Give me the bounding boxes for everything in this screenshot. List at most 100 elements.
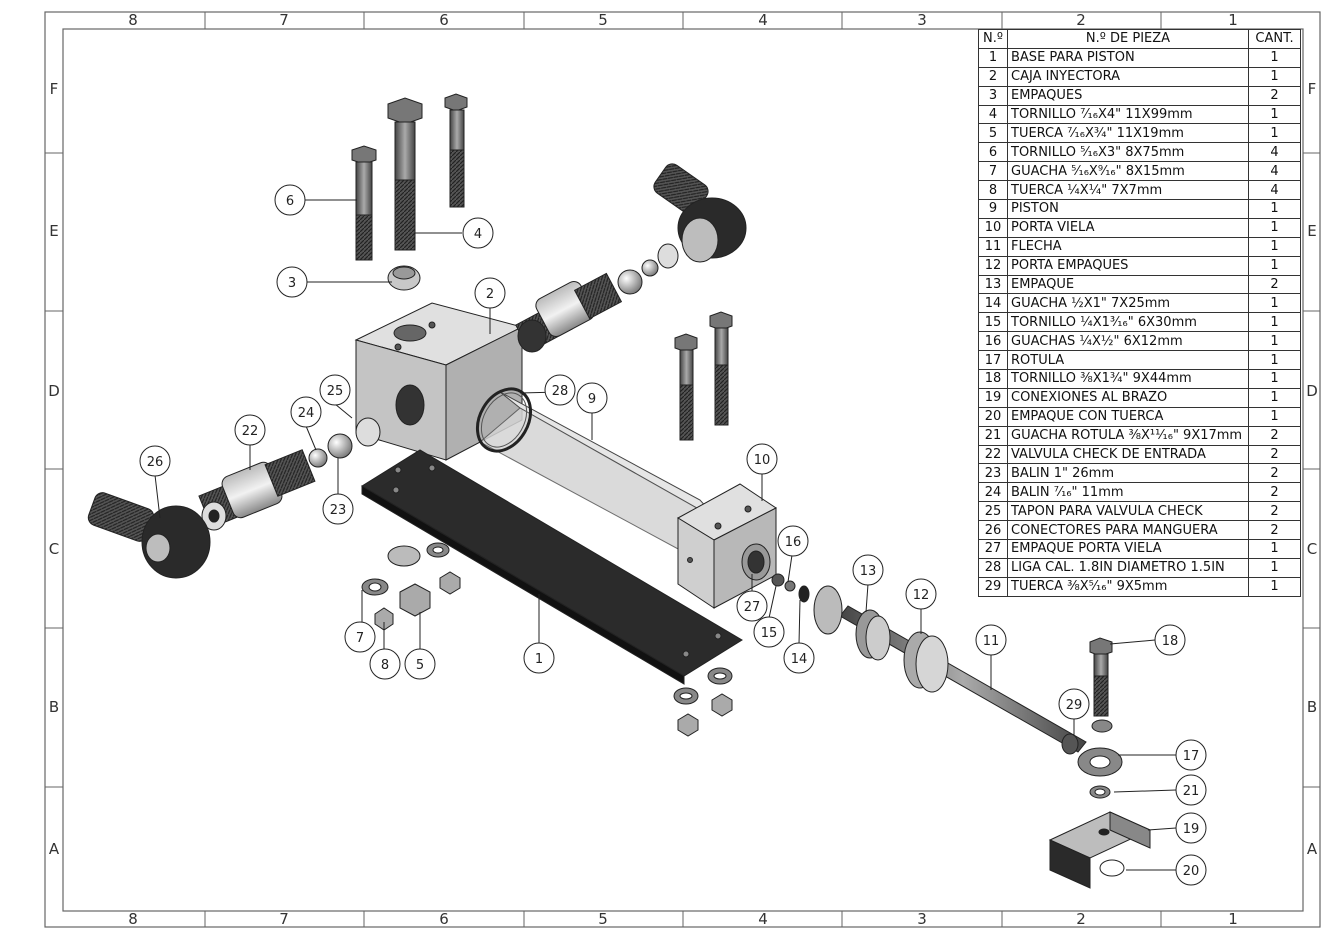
bom-cell-description: TORNILLO ¼X1³⁄₁₆" 6X30mm xyxy=(1007,312,1249,333)
bom-cell-quantity: 1 xyxy=(1248,557,1301,578)
bom-cell-quantity: 1 xyxy=(1248,331,1301,352)
balloon: 13 xyxy=(852,554,884,586)
balloon: 29 xyxy=(1058,688,1090,720)
balloon-label: 14 xyxy=(791,652,808,667)
balloon: 22 xyxy=(234,414,266,446)
zone-col-top: 1 xyxy=(1228,11,1238,29)
zone-row-left: E xyxy=(49,222,58,240)
balloon: 28 xyxy=(544,374,576,406)
arm-bracket-part xyxy=(1048,811,1152,889)
zone-row-right: C xyxy=(1307,540,1317,558)
rod-end-part xyxy=(1061,637,1123,799)
balloon-label: 24 xyxy=(298,406,315,421)
balloon: 25 xyxy=(319,374,351,406)
bom-cell-quantity: 2 xyxy=(1248,501,1301,522)
balloon: 12 xyxy=(905,578,937,610)
balloon: 3 xyxy=(276,266,308,298)
bom-cell-number: 9 xyxy=(978,199,1008,219)
bom-cell-number: 5 xyxy=(978,123,1008,144)
porta-viela-part xyxy=(677,483,777,609)
zone-col-bottom: 3 xyxy=(917,910,927,928)
balloon: 16 xyxy=(777,525,809,557)
balloon: 1 xyxy=(523,642,555,674)
bom-cell-quantity: 1 xyxy=(1248,369,1301,389)
bom-cell-quantity: 1 xyxy=(1248,217,1301,238)
balloon: 20 xyxy=(1175,854,1207,886)
balloon-label: 7 xyxy=(356,631,364,646)
balloon: 9 xyxy=(576,382,608,414)
zone-row-right: B xyxy=(1307,698,1317,716)
bom-cell-number: 21 xyxy=(978,425,1008,446)
bom-cell-description: TORNILLO ⁵⁄₁₆X3" 8X75mm xyxy=(1007,142,1249,163)
balloon-label: 29 xyxy=(1066,698,1083,713)
balloon: 27 xyxy=(736,590,768,622)
bom-cell-description: PORTA EMPAQUES xyxy=(1007,255,1249,276)
bom-cell-description: BALIN ⁷⁄₁₆" 11mm xyxy=(1007,482,1249,503)
bom-cell-number: 15 xyxy=(978,312,1008,333)
balloon-label: 17 xyxy=(1183,749,1200,764)
bom-cell-description: CAJA INYECTORA xyxy=(1007,66,1249,87)
shaft-assembly-part xyxy=(771,573,1087,753)
balloon-label: 11 xyxy=(983,634,1000,649)
balloon-label: 4 xyxy=(474,227,482,242)
bom-cell-number: 1 xyxy=(978,47,1008,68)
zone-col-top: 6 xyxy=(439,11,449,29)
bom-cell-description: GUACHA ½X1" 7X25mm xyxy=(1007,293,1249,314)
zone-col-bottom: 7 xyxy=(279,910,289,928)
balloon-label: 25 xyxy=(327,384,344,399)
balloon-label: 23 xyxy=(330,503,347,518)
balloon: 21 xyxy=(1175,774,1207,806)
bom-cell-quantity: 2 xyxy=(1248,274,1301,295)
balloon: 11 xyxy=(975,624,1007,656)
hose-connector-part xyxy=(87,492,211,579)
balloon-label: 2 xyxy=(486,287,494,302)
bom-cell-quantity: 1 xyxy=(1248,539,1301,559)
zone-col-top: 2 xyxy=(1076,11,1086,29)
balloon-label: 1 xyxy=(535,652,543,667)
bom-cell-description: BASE PARA PISTON xyxy=(1007,47,1249,68)
bom-cell-description: TUERCA ⅜X⁵⁄₁₆" 9X5mm xyxy=(1007,576,1249,597)
bom-cell-quantity: 1 xyxy=(1248,406,1301,427)
bom-cell-description: TUERCA ¼X¼" 7X7mm xyxy=(1007,180,1249,201)
bom-cell-description: ROTULA xyxy=(1007,350,1249,371)
bom-cell-number: 29 xyxy=(978,576,1008,597)
bolt-part xyxy=(444,93,468,208)
zone-row-left: F xyxy=(50,80,59,98)
bom-cell-quantity: 1 xyxy=(1248,293,1301,314)
balloon-label: 3 xyxy=(288,276,296,291)
balloon: 24 xyxy=(290,396,322,428)
zone-row-left: C xyxy=(49,540,59,558)
bom-cell-quantity: 2 xyxy=(1248,85,1301,106)
bom-cell-number: 14 xyxy=(978,293,1008,314)
bom-cell-description: TORNILLO ⅜X1¾" 9X44mm xyxy=(1007,369,1249,389)
bom-cell-quantity: 2 xyxy=(1248,444,1301,465)
zone-row-right: A xyxy=(1307,840,1318,858)
bom-cell-quantity: 4 xyxy=(1248,161,1301,182)
balloon-label: 13 xyxy=(860,564,877,579)
bom-cell-number: 4 xyxy=(978,104,1008,125)
zone-row-left: D xyxy=(48,382,60,400)
balloon: 19 xyxy=(1175,812,1207,844)
zone-row-left: A xyxy=(49,840,60,858)
bom-cell-quantity: 1 xyxy=(1248,104,1301,125)
bom-cell-description: EMPAQUES xyxy=(1007,85,1249,106)
bom-cell-description: FLECHA xyxy=(1007,236,1249,257)
bom-cell-description: EMPAQUE CON TUERCA xyxy=(1007,406,1249,427)
bom-cell-quantity: 2 xyxy=(1248,463,1301,484)
bom-cell-quantity: 1 xyxy=(1248,199,1301,219)
bom-cell-number: 24 xyxy=(978,482,1008,503)
